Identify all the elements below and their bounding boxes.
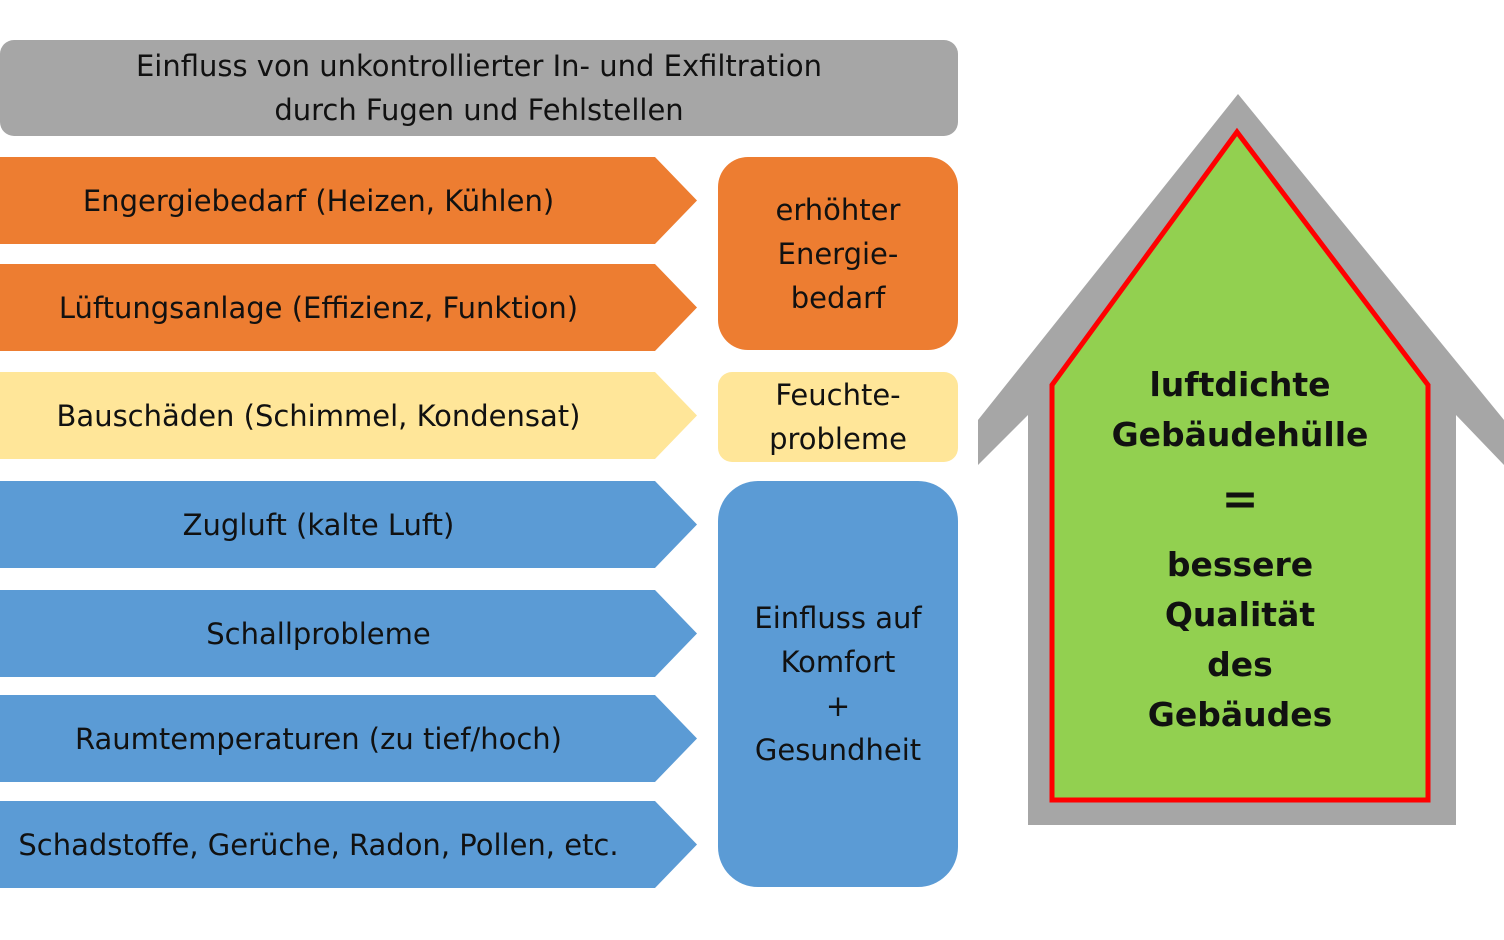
house-line: bessere (1166, 545, 1314, 584)
group-line: probleme (769, 422, 907, 456)
arrow-label: Schallprobleme (206, 616, 431, 651)
arrow-energiebedarf: Engergiebedarf (Heizen, Kühlen) (0, 157, 697, 244)
arrow-schallprobleme: Schallprobleme (0, 590, 697, 677)
group-line: Komfort (780, 645, 896, 679)
group-komfort-gesundheit: Einfluss auf Komfort + Gesundheit (718, 481, 958, 887)
house-airtight-envelope (1049, 127, 1431, 803)
arrow-lueftungsanlage: Lüftungsanlage (Effizienz, Funktion) (0, 264, 697, 351)
group-feuchteprobleme: Feuchte- probleme (718, 372, 958, 462)
house-text: luftdichte Gebäudehülle = bessere Qualit… (1052, 360, 1428, 740)
arrow-raumtemperaturen: Raumtemperaturen (zu tief/hoch) (0, 695, 697, 782)
group-line: Gesundheit (754, 733, 922, 767)
group-line: + (825, 689, 851, 723)
group-line: Einfluss auf (754, 601, 922, 635)
house-line: Gebäudes (1147, 695, 1333, 734)
group-line: Feuchte- (775, 378, 901, 412)
arrow-schadstoffe: Schadstoffe, Gerüche, Radon, Pollen, etc… (0, 801, 697, 888)
title-line-1: Einfluss von unkontrollierter In- und Ex… (135, 49, 823, 83)
arrow-label: Lüftungsanlage (Effizienz, Funktion) (58, 290, 579, 325)
arrow-label: Engergiebedarf (Heizen, Kühlen) (82, 183, 555, 218)
arrow-label: Schadstoffe, Gerüche, Radon, Pollen, etc… (18, 827, 619, 862)
arrow-label: Zugluft (kalte Luft) (182, 507, 455, 542)
group-line: bedarf (790, 280, 886, 315)
house-line: Gebäudehülle (1111, 415, 1369, 454)
house-line: luftdichte (1149, 365, 1331, 404)
arrow-bauschaeden: Bauschäden (Schimmel, Kondensat) (0, 372, 697, 459)
title-box: Einfluss von unkontrollierter In- und Ex… (0, 40, 958, 136)
house-line: Qualität (1164, 595, 1316, 634)
group-energiebedarf: erhöhter Energie- bedarf (718, 157, 958, 350)
house-equals: = (1221, 474, 1259, 525)
house-line: des (1207, 645, 1273, 684)
title-line-2: durch Fugen und Fehlstellen (274, 93, 684, 127)
arrow-zugluft: Zugluft (kalte Luft) (0, 481, 697, 568)
arrow-label: Bauschäden (Schimmel, Kondensat) (56, 398, 581, 433)
group-line: erhöhter (775, 192, 901, 227)
group-line: Energie- (777, 236, 899, 271)
arrow-label: Raumtemperaturen (zu tief/hoch) (75, 721, 562, 756)
